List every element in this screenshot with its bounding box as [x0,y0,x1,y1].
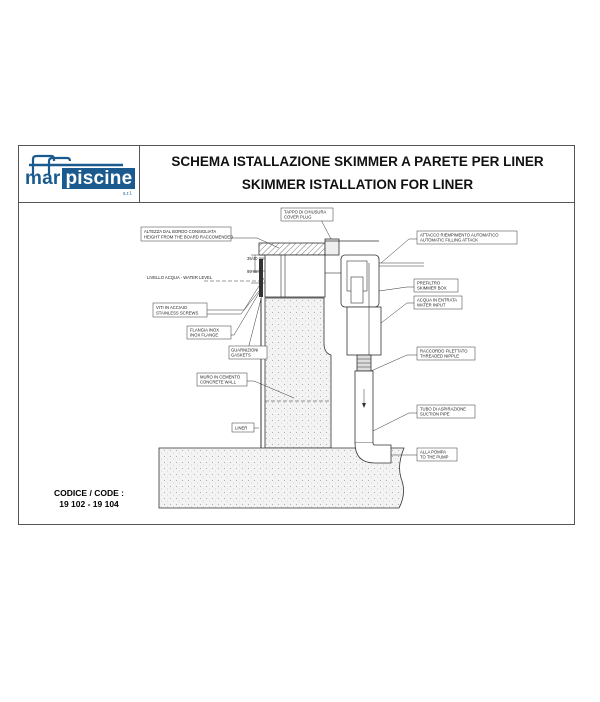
label-muro: MURO IN CEMENTO CONCRETE WALL [196,372,248,387]
label-guarnizioni-it: GUARNIZIONI [231,348,258,353]
title-italian: SCHEMA ISTALLAZIONE SKIMMER A PARETE PER… [171,154,544,169]
label-raccordo: RACCORDO FILETTATO THREADED NIPPLE [416,346,476,361]
label-liner: LINER [231,422,255,433]
label-flangia-it: FLANGIA INOX [190,328,219,333]
label-attacco: ATTACCO RIEMPIMENTO AUTOMATICO AUTOMATIC… [416,230,518,245]
label-tappo-en: COVER PLUG [284,215,311,220]
label-raccordo-it: RACCORDO FILETTATO [420,349,468,354]
label-altezza-en: HEIGHT FROM THE BOARD RACCOMENDED [144,235,233,240]
label-attacco-it: ATTACCO RIEMPIMENTO AUTOMATICO [420,233,499,238]
label-prefiltro-it: PREFILTRO [417,281,441,286]
skimmer-mouth [264,254,326,298]
label-viti-en: STAINLESS SCREWS [156,311,198,316]
label-prefiltro: PREFILTRO SKIMMER BOX [413,278,459,293]
label-livello: LIVELLO ACQUA - WATER LEVEL [147,275,213,280]
label-pompa: ALLA POMPA TO THE PUMP [416,447,458,462]
cover-plug [324,238,340,256]
code-label: CODICE / CODE : [54,488,124,498]
label-acqua: ACQUA IN ENTRATA WATER INPUT [413,295,463,310]
label-acqua-en: WATER INPUT [417,303,446,308]
concrete-floor [158,447,405,509]
concrete-wall [264,297,332,449]
label-tappo: TAPPO DI CHIUSURA COVER PLUG [280,207,334,222]
label-dim-top: 35/40 mm [247,256,266,261]
label-muro-it: MURO IN CEMENTO [200,375,241,380]
label-pompa-it: ALLA POMPA [420,450,446,455]
logo-word-piscine: piscine [62,168,136,189]
label-tubo-it: TUBO DI ASPIRAZIONE [420,407,466,412]
label-raccordo-en: THREADED NIPPLE [420,354,459,359]
logo-suffix: s.r.l. [123,191,133,197]
label-pompa-en: TO THE PUMP [420,455,449,460]
label-flangia-en: INOX FLANGE [190,333,218,338]
label-acqua-it: ACQUA IN ENTRATA [417,298,457,303]
coping-stone [258,242,326,256]
label-dim-mid: 95 mm [247,269,260,274]
label-liner-text: LINER [235,426,247,431]
label-viti-it: VITI IN ACCIAIO [156,305,188,310]
skimmer-diagram: ALTEZZA DAL BORDO CONSIGLIATA HEIGHT FRO… [140,207,518,509]
code-value: 19 102 - 19 104 [59,499,119,509]
label-altezza: ALTEZZA DAL BORDO CONSIGLIATA HEIGHT FRO… [140,226,233,242]
label-guarnizioni-en: GASKETS [231,353,251,358]
label-altezza-it: ALTEZZA DAL BORDO CONSIGLIATA [144,229,216,234]
label-flangia: FLANGIA INOX INOX FLANGE [186,325,232,340]
title-english: SKIMMER ISTALLATION FOR LINER [241,177,474,192]
label-guarnizioni: GUARNIZIONI GASKETS [228,345,268,360]
label-prefiltro-en: SKIMMER BOX [417,286,447,291]
label-viti: VITI IN ACCIAIO STAINLESS SCREWS [152,302,208,318]
label-tubo: TUBO DI ASPIRAZIONE SUCTION PIPE [416,404,476,419]
label-attacco-en: AUTOMATIC FILLING ATTACK [420,238,478,243]
pool-logo-icon [29,154,123,174]
label-muro-en: CONCRETE WALL [200,380,237,385]
logo-word-mar: mar [25,168,61,189]
skimmer-housing [346,306,382,356]
label-tappo-it: TAPPO DI CHIUSURA [284,210,326,215]
label-tubo-en: SUCTION PIPE [420,412,450,417]
